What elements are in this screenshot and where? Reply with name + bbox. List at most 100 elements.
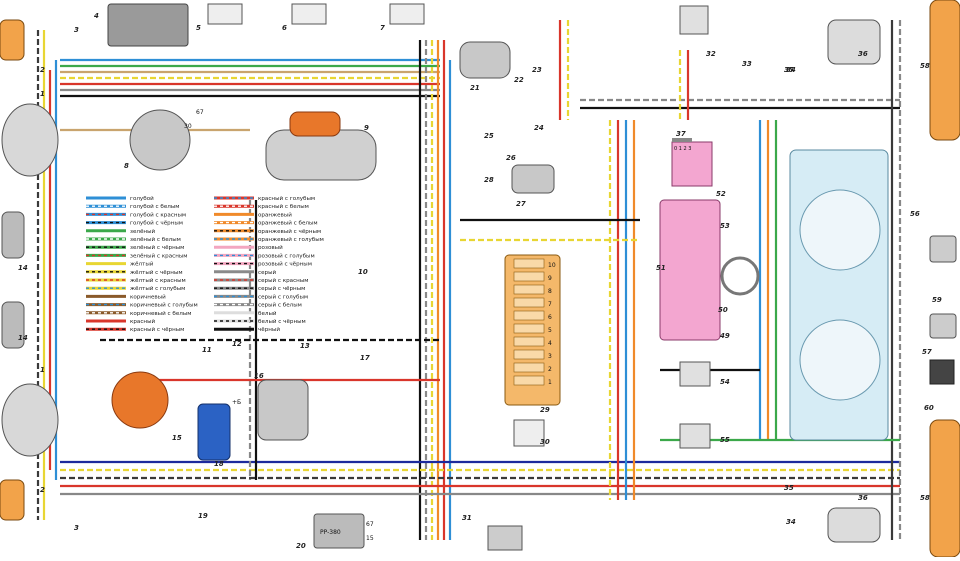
fuse-number-10: 10	[548, 262, 556, 269]
fuse	[513, 336, 545, 347]
component-number-27: 27	[516, 200, 526, 208]
legend-label: коричневый с голубым	[130, 302, 198, 309]
component-number-37: 37	[676, 130, 686, 138]
fuse	[513, 323, 545, 334]
component-number-36-repeat: 36	[858, 494, 868, 502]
coil-terminal-plus: +Б	[232, 399, 241, 406]
component-number-59: 59	[932, 296, 942, 304]
side-lamp-top	[0, 19, 25, 61]
legend-label: оранжевый с голубым	[258, 236, 324, 243]
component-number-56: 56	[910, 210, 920, 218]
relay-5	[207, 3, 243, 25]
legend-label: зелёный с красным	[130, 252, 188, 259]
steering-wheel	[720, 256, 760, 296]
component-number-29: 29	[540, 406, 550, 414]
fuse-number-9: 9	[548, 275, 552, 282]
component-number-2-repeat: 2	[40, 486, 45, 494]
fuse-number-8: 8	[548, 288, 552, 295]
fuse-number-7: 7	[548, 301, 552, 308]
legend-label: белый с чёрным	[258, 318, 306, 325]
component-number-53: 53	[720, 222, 730, 230]
component-number-50: 50	[718, 306, 728, 314]
component-number-15: 15	[172, 434, 182, 442]
component-number-5: 5	[196, 24, 201, 32]
combination-switch	[659, 199, 721, 341]
distributor	[111, 371, 169, 429]
component-number-55: 55	[720, 436, 730, 444]
headlamp-left-top	[1, 103, 59, 177]
switch-54	[679, 361, 711, 387]
component-number-31: 31	[462, 514, 472, 522]
horn-left-top	[1, 211, 25, 259]
sensor-27	[511, 164, 555, 194]
legend-label: белый	[258, 310, 277, 317]
legend-label: жёлтый с чёрным	[130, 269, 183, 276]
legend-label: розовый с голубым	[258, 252, 315, 259]
legend-label: зелёный	[130, 228, 156, 235]
fuse-number-4: 4	[548, 340, 552, 347]
legend-label: розовый	[258, 244, 283, 251]
component-number-30: 30	[540, 438, 550, 446]
legend-label: серый	[258, 269, 276, 276]
fuse	[513, 258, 545, 269]
component-number-1-repeat: 1	[40, 366, 45, 374]
regulator-terminal-67: 67	[366, 521, 374, 528]
relay-7	[389, 3, 425, 25]
key-switch-37	[672, 138, 692, 142]
component-number-3-repeat: 3	[74, 524, 79, 532]
legend-label: оранжевый с белым	[258, 220, 318, 227]
ignition-coil	[197, 403, 231, 461]
rear-lamp-bottom	[929, 419, 960, 558]
component-number-8: 8	[124, 162, 129, 170]
component-number-33: 33	[742, 60, 752, 68]
regulator-label: PP-380	[320, 529, 341, 536]
component-number-14: 14	[18, 264, 28, 272]
fuse-number-2: 2	[548, 366, 552, 373]
component-number-52: 52	[716, 190, 726, 198]
legend-label: голубой с белым	[130, 203, 180, 210]
component-number-17: 17	[360, 354, 370, 362]
fuse	[513, 310, 545, 321]
legend-label: оранжевый с чёрным	[258, 228, 321, 235]
component-number-25: 25	[484, 132, 494, 140]
legend-label: голубой с чёрным	[130, 220, 183, 227]
component-number-9: 9	[364, 124, 369, 132]
legend-label: розовый с чёрным	[258, 261, 312, 268]
component-number-19: 19	[198, 512, 208, 520]
component-number-34-repeat: 34	[786, 66, 796, 74]
fuse	[513, 349, 545, 360]
component-number-49: 49	[720, 332, 730, 340]
legend-label: красный с чёрным	[130, 326, 184, 333]
legend-label: зелёный с чёрным	[130, 244, 184, 251]
fuse-number-5: 5	[548, 327, 552, 334]
component-number-13: 13	[300, 342, 310, 350]
component-number-58-repeat: 58	[920, 494, 930, 502]
fuse-number-1: 1	[548, 379, 552, 386]
wire-harness	[36, 20, 902, 540]
legend-label: коричневый с белым	[130, 310, 191, 317]
component-number-32: 32	[706, 50, 716, 58]
legend-label: голубой с красным	[130, 211, 186, 218]
lamp-57	[929, 313, 957, 339]
relay-6	[291, 3, 327, 25]
component-number-23: 23	[532, 66, 542, 74]
generator	[129, 109, 191, 171]
generator-terminal-67: 67	[196, 109, 204, 116]
indicator-60	[929, 359, 955, 385]
component-number-26: 26	[506, 154, 516, 162]
fuse	[513, 284, 545, 295]
component-number-18: 18	[214, 460, 224, 468]
component-number-12: 12	[232, 340, 242, 348]
component-number-21: 21	[470, 84, 480, 92]
component-number-35: 35	[784, 66, 794, 74]
fuse	[513, 362, 545, 373]
fuse	[513, 271, 545, 282]
fuse-number-6: 6	[548, 314, 552, 321]
legend-label: красный с белым	[258, 203, 309, 210]
legend-label: серый с голубым	[258, 293, 308, 300]
battery	[107, 3, 189, 47]
